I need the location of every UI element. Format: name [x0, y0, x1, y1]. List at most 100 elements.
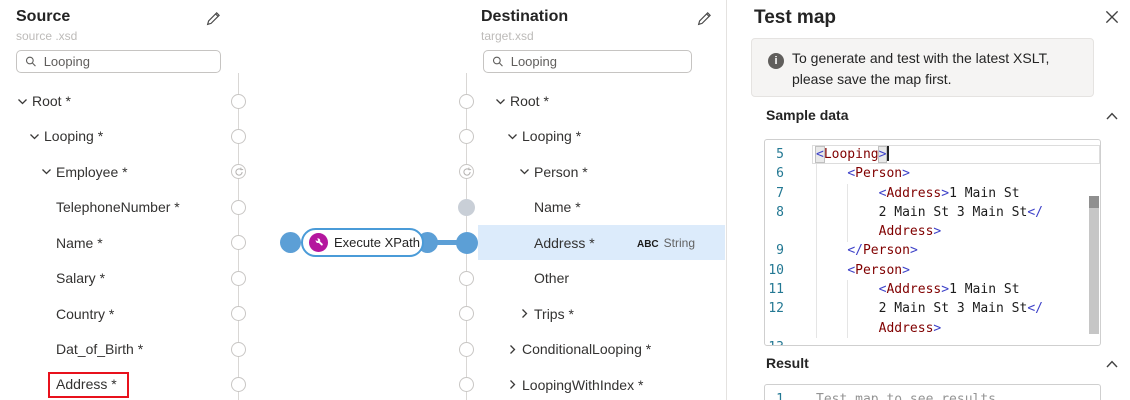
sample-data-editor[interactable]: 5<Looping>6 <Person>7 <Address>1 Main St… [764, 139, 1101, 346]
code-line[interactable]: 10 <Person> [765, 261, 1100, 280]
collapse-result-button[interactable] [1105, 359, 1119, 369]
line-number: 12 [768, 301, 784, 317]
tree-item-label: Salary * [56, 270, 106, 287]
connection-port-address[interactable] [231, 377, 246, 393]
expand-collapse-toggle[interactable] [518, 307, 534, 320]
tree-item-label: Looping * [44, 128, 104, 145]
connection-port-loopingwithindex[interactable] [459, 377, 474, 393]
connection-port-root[interactable] [231, 93, 246, 109]
connection-port-person[interactable] [459, 164, 474, 180]
text-cursor [886, 146, 889, 161]
function-node-label: Execute XPath [334, 235, 420, 250]
test-map-title: Test map [754, 7, 837, 28]
tree-item-trips[interactable]: Trips * [478, 296, 725, 331]
connection-port-root[interactable] [459, 93, 474, 109]
result-placeholder: Test map to see results [816, 392, 997, 400]
tree-item-dat-of-birth[interactable]: Dat_of_Birth * [0, 331, 237, 366]
tree-item-root[interactable]: Root * [478, 83, 725, 118]
code-line[interactable]: 7 <Address>1 Main St [765, 184, 1100, 203]
tree-item-label: Address * [534, 234, 595, 251]
code-line[interactable]: 1 Test map to see results [765, 390, 1100, 400]
chevron-up-icon [1106, 360, 1118, 368]
connection-edge[interactable] [427, 240, 467, 245]
tree-item-conditionallooping[interactable]: ConditionalLooping * [478, 331, 725, 366]
edit-source-schema-button[interactable] [205, 10, 222, 27]
result-editor[interactable]: 1 Test map to see results [764, 384, 1101, 400]
expand-collapse-toggle[interactable] [494, 95, 510, 108]
tree-item-address[interactable]: Address * [0, 367, 237, 400]
info-message-box: i To generate and test with the latest X… [751, 38, 1094, 97]
line-number: 9 [776, 243, 784, 259]
edit-destination-schema-button[interactable] [696, 10, 713, 27]
expand-collapse-toggle[interactable] [28, 130, 44, 143]
destination-search-box[interactable] [483, 50, 692, 73]
code-line[interactable]: 11 <Address>1 Main St [765, 280, 1100, 299]
tree-item-label: Name * [534, 199, 581, 216]
connection-port-name[interactable] [231, 235, 246, 251]
tree-item-name[interactable]: Name * [478, 190, 725, 225]
function-input-handle[interactable] [280, 232, 301, 253]
expand-collapse-toggle[interactable] [40, 165, 56, 178]
tree-item-salary[interactable]: Salary * [0, 260, 237, 295]
connection-port-salary[interactable] [231, 270, 246, 286]
destination-panel-header: Destination target.xsd [481, 8, 568, 43]
connection-port-other[interactable] [459, 270, 474, 286]
test-map-panel: Test map i To generate and test with the… [726, 0, 1130, 400]
loop-icon [234, 167, 243, 176]
tree-item-looping[interactable]: Looping * [478, 119, 725, 154]
expand-collapse-toggle[interactable] [506, 130, 522, 143]
chevron-down-icon [520, 169, 529, 175]
tree-item-address[interactable]: Address * ABC String [478, 225, 725, 261]
close-panel-button[interactable] [1103, 8, 1121, 26]
source-search-input[interactable] [43, 54, 212, 69]
connection-port-country[interactable] [231, 306, 246, 322]
line-number: 6 [776, 166, 784, 182]
expand-collapse-toggle[interactable] [518, 165, 534, 178]
connection-port-looping[interactable] [231, 128, 246, 144]
connection-port-telephonenumber[interactable] [231, 199, 246, 215]
execute-xpath-function-node[interactable]: Execute XPath [301, 228, 424, 257]
code-line[interactable]: 8 2 Main St 3 Main St</ [765, 203, 1100, 222]
code-line[interactable]: 9 </Person> [765, 241, 1100, 260]
chevron-right-icon [522, 309, 528, 319]
expand-collapse-toggle[interactable] [16, 95, 32, 108]
destination-search-input[interactable] [510, 54, 683, 69]
tree-item-employee[interactable]: Employee * [0, 154, 237, 189]
expand-collapse-toggle[interactable] [506, 343, 522, 356]
destination-panel-title: Destination [481, 8, 569, 25]
line-number: 8 [776, 204, 784, 220]
editor-scrollbar-thumb[interactable] [1089, 196, 1099, 334]
loop-icon [462, 167, 471, 176]
expand-collapse-toggle[interactable] [506, 378, 522, 391]
code-line[interactable]: Address> [765, 319, 1100, 338]
code-line[interactable]: 13 [765, 338, 1100, 345]
code-line[interactable]: Address> [765, 222, 1100, 241]
tree-item-label: Address * [56, 375, 117, 392]
line-number [765, 222, 784, 241]
connection-port-looping[interactable] [459, 128, 474, 144]
connection-port-dat-of-birth[interactable] [231, 341, 246, 357]
source-search-box[interactable] [16, 50, 221, 73]
code-line[interactable]: 12 2 Main St 3 Main St</ [765, 299, 1100, 318]
code-line[interactable]: 6 <Person> [765, 164, 1100, 183]
tree-item-country[interactable]: Country * [0, 296, 237, 331]
connection-port-trips[interactable] [459, 306, 474, 322]
connection-port-conditionallooping[interactable] [459, 341, 474, 357]
tree-item-loopingwithindex[interactable]: LoopingWithIndex * [478, 367, 725, 400]
function-icon [309, 233, 328, 252]
tree-item-label: Person * [534, 163, 588, 180]
tree-item-looping[interactable]: Looping * [0, 119, 237, 154]
tree-item-root[interactable]: Root * [0, 83, 237, 118]
connection-port-name[interactable] [458, 198, 475, 216]
tree-item-name[interactable]: Name * [0, 225, 237, 260]
chevron-down-icon [42, 169, 51, 175]
tree-item-other[interactable]: Other [478, 260, 725, 295]
tree-item-label: Country * [56, 305, 115, 322]
collapse-sample-data-button[interactable] [1105, 111, 1119, 121]
sample-data-code[interactable]: 5<Looping>6 <Person>7 <Address>1 Main St… [765, 140, 1100, 345]
code-line[interactable]: 5<Looping> [765, 145, 1100, 165]
destination-tree: Root * Looping * Person * Name * Address *… [478, 83, 725, 400]
connection-port-employee[interactable] [231, 164, 246, 180]
tree-item-telephonenumber[interactable]: TelephoneNumber * [0, 190, 237, 225]
tree-item-person[interactable]: Person * [478, 154, 725, 189]
